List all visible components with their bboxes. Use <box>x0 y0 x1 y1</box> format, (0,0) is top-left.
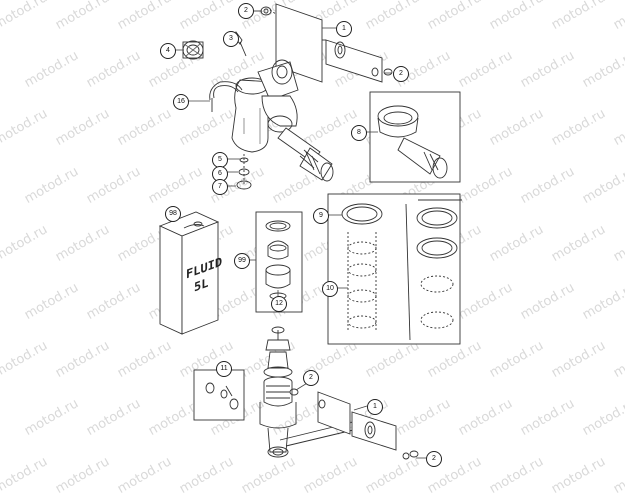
callout-4[interactable]: 4 <box>160 43 176 59</box>
callout-1-top[interactable]: 1 <box>336 21 352 37</box>
callout-2-top-left[interactable]: 2 <box>238 3 254 19</box>
vent-hose <box>209 81 243 112</box>
bottom-assembly <box>259 326 371 458</box>
detail-box-8 <box>369 91 461 183</box>
callout-11[interactable]: 11 <box>216 361 232 377</box>
callout-16[interactable]: 16 <box>173 94 189 110</box>
callout-5[interactable]: 5 <box>212 152 228 168</box>
callout-12[interactable]: 12 <box>271 296 287 312</box>
callout-8[interactable]: 8 <box>351 125 367 141</box>
callout-2-bottom-mid[interactable]: 2 <box>303 370 319 386</box>
callout-98[interactable]: 98 <box>165 206 181 222</box>
detail-box-99 <box>255 211 303 313</box>
diagram-drawing <box>158 3 462 460</box>
callout-2-bottom-right[interactable]: 2 <box>426 451 442 467</box>
lower-small-parts <box>236 154 252 190</box>
callout-99[interactable]: 99 <box>234 253 250 269</box>
shock-main-body <box>231 59 334 182</box>
callout-9[interactable]: 9 <box>313 208 329 224</box>
callout-6[interactable]: 6 <box>212 166 228 182</box>
detail-box-9-10 <box>327 193 462 345</box>
callout-3[interactable]: 3 <box>223 31 239 47</box>
callout-1-bottom[interactable]: 1 <box>367 399 383 415</box>
bottom-nuts <box>289 68 419 458</box>
reservoir-cap <box>182 40 204 60</box>
callout-7[interactable]: 7 <box>212 179 228 195</box>
detail-box-11 <box>193 369 245 421</box>
bottom-bracket-plate <box>317 391 410 460</box>
fluid-can-drawing <box>158 211 220 335</box>
callout-2-top-right[interactable]: 2 <box>393 66 409 82</box>
callout-10[interactable]: 10 <box>322 281 338 297</box>
